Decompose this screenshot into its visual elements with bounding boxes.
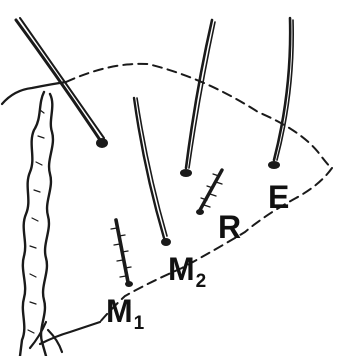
seta-middle — [180, 20, 215, 177]
segment-outline-solid — [2, 82, 66, 104]
trachea-left-wall — [20, 92, 44, 356]
label-r: R — [218, 209, 241, 245]
seta-socket — [161, 238, 171, 246]
seta-socket — [268, 161, 280, 169]
label-m2: M2 — [168, 251, 206, 292]
label-m1: M1 — [106, 293, 145, 334]
seta-m2 — [134, 98, 171, 246]
sensillum-m1 — [111, 220, 133, 287]
sensillum-socket — [125, 281, 133, 287]
sensillum-socket — [196, 209, 204, 215]
segment-lower-edge — [40, 322, 100, 344]
seta-e — [268, 18, 293, 169]
trachea-right-wall — [41, 94, 53, 356]
seta-socket — [180, 169, 192, 177]
trachea-texture — [28, 110, 44, 333]
seta-socket — [96, 138, 108, 148]
label-e: E — [268, 179, 289, 215]
seta-long-left — [16, 18, 108, 148]
